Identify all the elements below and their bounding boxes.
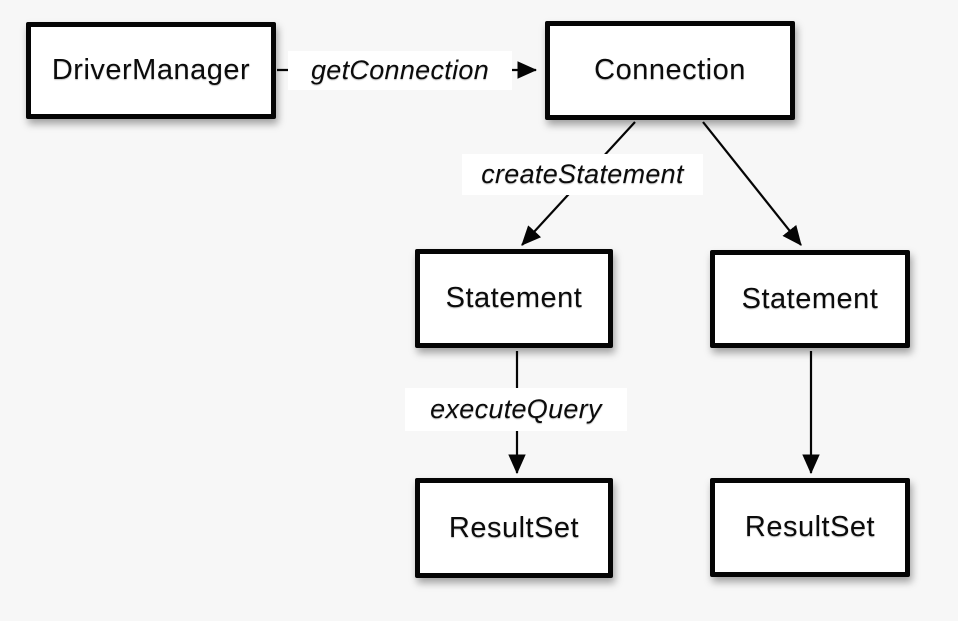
edge-connection-to-right-statement-arrow — [702, 121, 802, 246]
node-statement-left: Statement — [415, 249, 613, 348]
edge-label-executequery: executeQuery — [405, 388, 627, 431]
node-statement-right: Statement — [710, 250, 910, 348]
node-drivermanager: DriverManager — [26, 22, 276, 119]
node-resultset-left: ResultSet — [415, 478, 613, 578]
node-resultset-right: ResultSet — [710, 478, 910, 577]
edge-label-createstatement: createStatement — [462, 154, 703, 195]
node-connection: Connection — [545, 21, 795, 120]
edge-label-getconnection: getConnection — [288, 51, 512, 90]
